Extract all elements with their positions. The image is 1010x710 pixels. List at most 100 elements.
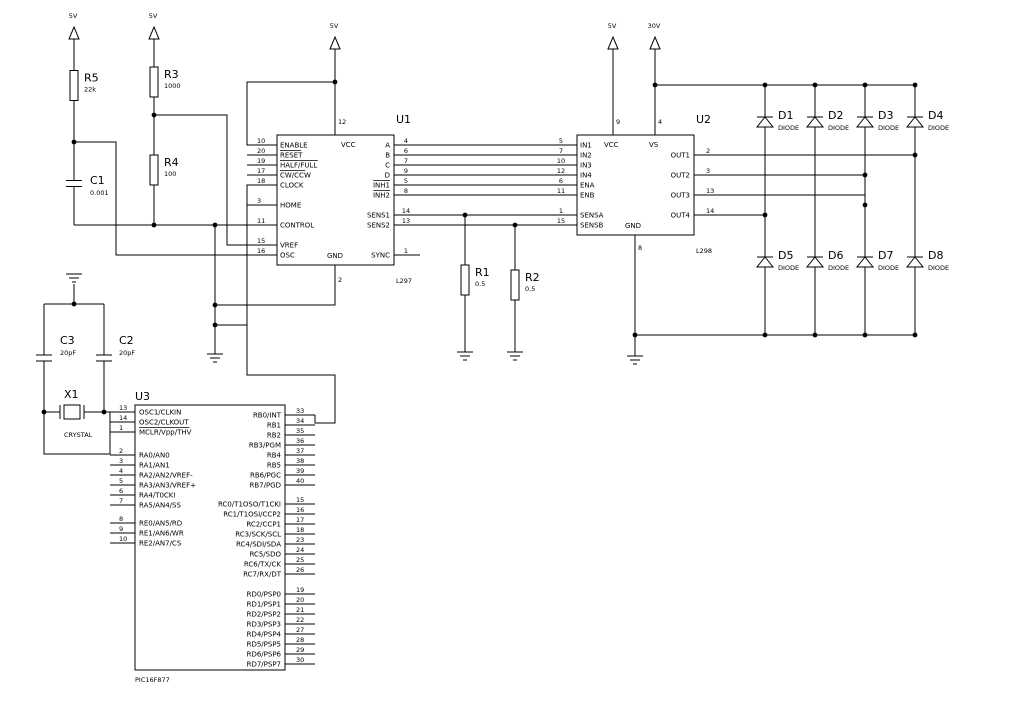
pin-name: RD5/PSP5: [247, 641, 281, 649]
diode-value: DIODE: [778, 264, 799, 272]
pin-number: 22: [296, 616, 304, 624]
pin-name: OSC: [280, 252, 295, 260]
diode-icon: [805, 116, 825, 128]
resistor-ref: R2: [525, 271, 540, 284]
pin-name: INH2: [373, 192, 390, 200]
pin-number: 27: [296, 626, 304, 634]
pin-number: 3: [706, 167, 710, 175]
diode-bridge: D1DIODED5DIODED2DIODED6DIODED3DIODED7DIO…: [635, 82, 949, 338]
pin-name: IN4: [580, 172, 592, 180]
diode-icon: [755, 256, 775, 268]
pin-number: 5: [119, 477, 123, 485]
pin-name: OUT2: [671, 172, 690, 180]
pin-name: A: [385, 142, 390, 150]
crystal-value: CRYSTAL: [64, 431, 93, 439]
capacitor-value: 20pF: [60, 349, 76, 357]
diode-icon: [905, 256, 925, 268]
pin-name: RD3/PSP3: [247, 621, 281, 629]
wire-u1-gnd: [215, 265, 336, 306]
pin-number: 9: [119, 525, 123, 533]
pin-number: 9: [616, 118, 620, 126]
pin-name: HALF/FULL: [280, 162, 317, 170]
pin-number: 40: [296, 477, 304, 485]
pin-number: 15: [296, 496, 304, 504]
pin-name: RA0/AN0: [139, 452, 170, 460]
diode-ref: D8: [928, 249, 943, 262]
pin-name: VREF: [280, 242, 298, 250]
junction-dot: [862, 172, 868, 178]
pin-number: 8: [404, 187, 408, 195]
resistor-body-icon: [149, 154, 159, 186]
pin-number: 39: [296, 467, 304, 475]
pin-name: IN2: [580, 152, 592, 160]
pin-name: RC7/RX/DT: [243, 571, 282, 579]
pin-number: 7: [404, 157, 408, 165]
resistor-value: 1000: [164, 82, 181, 90]
pin-number: 16: [296, 506, 304, 514]
ic-u3-pic16f877: U3PIC16F87713OSC1/CLKIN14OSC2/CLKOUT1MCL…: [110, 325, 336, 684]
pin-name: INH1: [373, 182, 390, 190]
pin-number: 14: [706, 207, 714, 215]
pin-name: RD7/PSP7: [247, 661, 281, 669]
power-arrow-icon: [607, 35, 619, 50]
resistor-body-icon: [510, 269, 520, 301]
pin-name: RD0/PSP0: [247, 591, 281, 599]
resistor-body-icon: [149, 66, 159, 98]
pin-number: 2: [119, 447, 123, 455]
pin-number: 17: [257, 167, 265, 175]
pin-name: RC1/T1OSI/CCP2: [223, 511, 281, 519]
pin-name: D: [385, 172, 390, 180]
diode-icon: [905, 116, 925, 128]
pin-name: ENB: [580, 192, 595, 200]
pin-number: 1: [559, 207, 563, 215]
pin-name: OSC1/CLKIN: [139, 409, 181, 417]
pin-number: 13: [402, 217, 410, 225]
resistor-value: 0.5: [475, 280, 485, 288]
pin-number: 23: [296, 536, 304, 544]
pin-name: RC6/TX/CK: [244, 561, 282, 569]
diode-value: DIODE: [878, 264, 899, 272]
ic-ref: U3: [135, 390, 150, 403]
pin-name: RC3/SCK/SCL: [235, 531, 281, 539]
ic-part: L297: [396, 277, 412, 285]
pin-number: 34: [296, 417, 304, 425]
pin-name: RC0/T1OSO/T1CKI: [218, 501, 281, 509]
pin-number: 35: [296, 427, 304, 435]
pin-number: 28: [296, 636, 304, 644]
pin-number: 5: [559, 137, 563, 145]
power-label: 5V: [149, 12, 158, 20]
wire: [43, 412, 111, 455]
pin-number: 5: [404, 177, 408, 185]
power-arrow-icon: [148, 25, 160, 40]
ic-body: [276, 134, 395, 266]
wire-clock: [246, 325, 336, 424]
pin-name: RE0/AN5/RD: [139, 520, 182, 528]
diode-ref: D7: [878, 249, 893, 262]
pin-number: 10: [257, 137, 265, 145]
pin-name: IN3: [580, 162, 592, 170]
power-label: 5V: [608, 22, 617, 30]
pin-number: 11: [257, 217, 265, 225]
pin-number: 17: [296, 516, 304, 524]
diode-value: DIODE: [828, 124, 849, 132]
pin-number: 2: [338, 276, 342, 284]
pin-name: SENS1: [367, 212, 390, 220]
pin-number: 13: [119, 404, 127, 412]
pin-name: RC5/SDO: [249, 551, 281, 559]
ic-ref: U2: [696, 113, 711, 126]
pin-name: RD4/PSP4: [247, 631, 282, 639]
power-label: 30V: [648, 22, 661, 30]
ic-u2-l298: U2L2989VCC4VS8GND5IN17IN210IN312IN46ENA1…: [548, 59, 720, 365]
pin-name: CW/CCW: [280, 172, 311, 180]
pin-name: CLOCK: [280, 182, 304, 190]
diode-value: DIODE: [928, 124, 949, 132]
pin-name: RA1/AN1: [139, 462, 170, 470]
pin-name: RB6/PGC: [250, 472, 281, 480]
pin-number: 38: [296, 457, 304, 465]
pin-name: RA2/AN2/VREF-: [139, 472, 193, 480]
resistor-ref: R4: [164, 156, 179, 169]
pin-name: RC2/CCP1: [246, 521, 281, 529]
diode-icon: [855, 116, 875, 128]
resistor-body-icon: [69, 70, 79, 101]
